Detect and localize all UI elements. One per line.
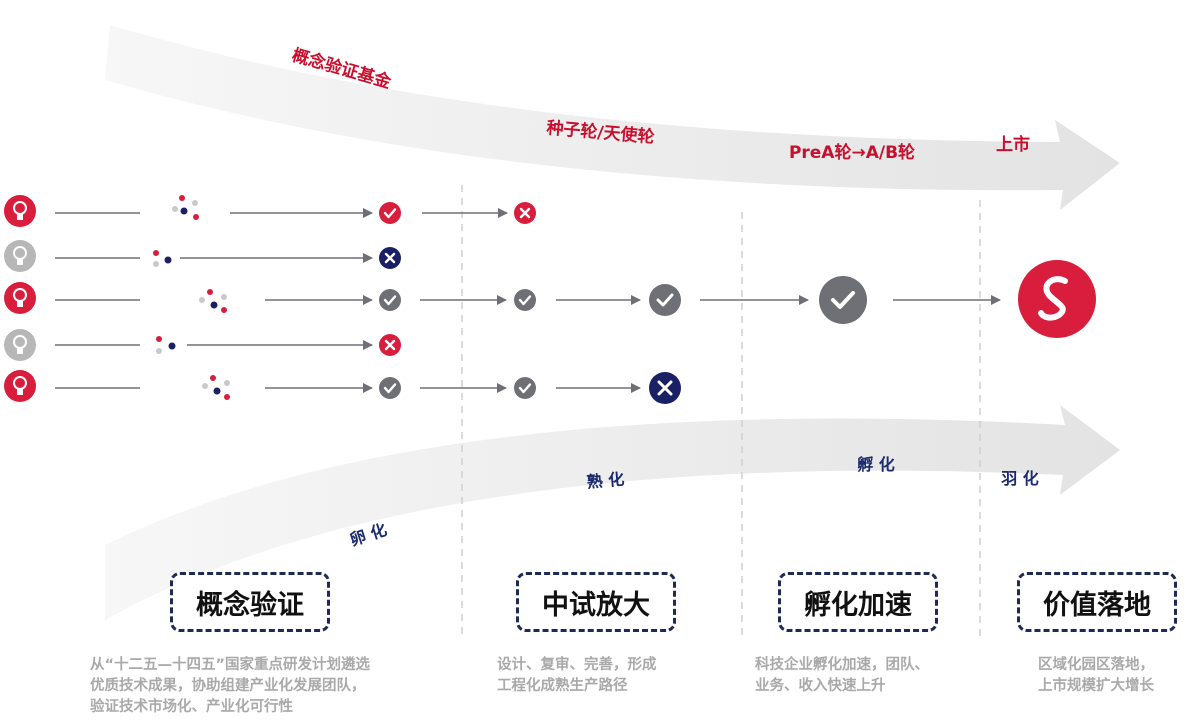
phase-title: 价值落地 — [1043, 589, 1151, 621]
phase-description: 区域化园区落地， 上市规模扩大增长 — [1038, 655, 1188, 697]
check-icon — [379, 377, 401, 399]
funding-label: 上市 — [996, 134, 1030, 155]
lightbulb-icon — [4, 370, 36, 402]
x-icon — [379, 247, 401, 269]
x-icon — [379, 334, 401, 356]
check-icon — [649, 284, 681, 316]
check-icon — [514, 377, 536, 399]
description-line: 设计、复审、完善，形成 — [497, 657, 657, 673]
phase-description: 从“十二五—十四五”国家重点研发计划遴选 优质技术成果，协助组建产业化发展团队，… — [90, 655, 450, 718]
growth-label: 孵 化 — [857, 455, 895, 474]
company-logo-icon — [1018, 260, 1096, 338]
description-line: 区域化园区落地， — [1038, 657, 1154, 673]
phase-title-box: 孵化加速 — [778, 572, 938, 632]
team-dots-icon — [153, 250, 172, 267]
description-line: 从“十二五—十四五”国家重点研发计划遴选 — [90, 657, 371, 673]
description-line: 上市规模扩大增长 — [1038, 678, 1154, 694]
team-dots-icon — [172, 195, 199, 220]
growth-label: 羽 化 — [1001, 469, 1039, 488]
phase-title: 孵化加速 — [804, 589, 912, 621]
check-icon — [379, 289, 401, 311]
team-dots-icon — [199, 289, 227, 313]
description-line: 科技企业孵化加速，团队、 — [755, 657, 929, 673]
phase-title-box: 价值落地 — [1017, 572, 1177, 632]
description-line: 工程化成熟生产路径 — [497, 678, 628, 694]
x-icon — [649, 372, 681, 404]
phase-title-box: 概念验证 — [170, 572, 330, 632]
phase-title: 中试放大 — [542, 589, 650, 621]
funding-label: PreA轮→A/B轮 — [789, 142, 915, 163]
check-icon — [379, 202, 401, 224]
growth-label: 熟 化 — [586, 469, 625, 491]
lightbulb-icon — [4, 282, 36, 314]
description-line: 优质技术成果，协助组建产业化发展团队， — [90, 678, 366, 694]
phase-title-box: 中试放大 — [516, 572, 676, 632]
team-dots-icon — [202, 375, 230, 400]
lightbulb-icon — [4, 329, 36, 361]
lightbulb-icon — [4, 195, 36, 227]
phase-description: 设计、复审、完善，形成 工程化成熟生产路径 — [497, 655, 717, 697]
check-icon — [819, 276, 867, 324]
description-line: 验证技术市场化、产业化可行性 — [90, 699, 293, 715]
description-line: 业务、收入快速上升 — [755, 678, 886, 694]
x-icon — [514, 202, 536, 224]
phase-title: 概念验证 — [196, 589, 304, 621]
team-dots-icon — [156, 336, 176, 354]
lightbulb-icon — [4, 240, 36, 272]
check-icon — [514, 289, 536, 311]
growth-band-arrow — [105, 405, 1120, 620]
funding-band-arrow — [105, 25, 1120, 210]
phase-description: 科技企业孵化加速，团队、 业务、收入快速上升 — [755, 655, 975, 697]
